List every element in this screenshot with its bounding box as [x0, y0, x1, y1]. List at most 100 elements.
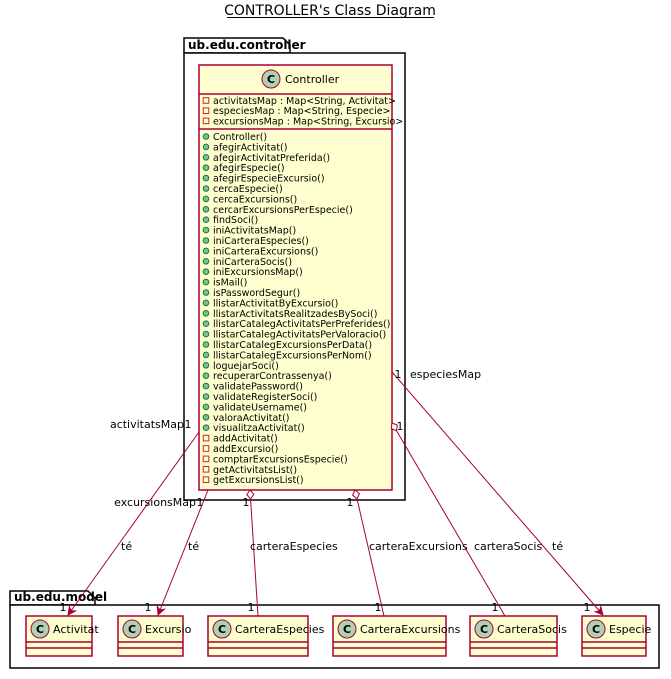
class-stereotype-letter: C	[128, 623, 136, 636]
relation-label: té	[121, 540, 132, 553]
target-multiplicity: 1	[145, 601, 152, 614]
class-stereotype-icon	[261, 69, 281, 89]
method-item: llistarActivitatsRealitzadesBySoci()	[213, 309, 377, 320]
public-method-icon	[202, 299, 210, 307]
model-class-name: Excursio	[145, 623, 192, 636]
method-item: addActivitat()	[213, 434, 278, 445]
controller-class-box	[198, 64, 393, 491]
method-item: iniActivitatsMap()	[213, 226, 296, 237]
public-method-icon	[202, 330, 210, 338]
target-multiplicity: 1	[584, 601, 591, 614]
public-method-icon	[202, 320, 210, 328]
relation-line	[156, 489, 209, 616]
private-method-icon	[202, 455, 210, 463]
class-stereotype-letter: C	[218, 623, 226, 636]
role-label: especiesMap	[410, 368, 481, 381]
class-stereotype-letter: C	[480, 623, 488, 636]
package-model-tab	[9, 590, 96, 606]
method-item: iniCarteraExcursions()	[213, 246, 318, 257]
source-multiplicity: 1	[397, 420, 404, 433]
controller-methods: Controller()afegirActivitat()afegirActiv…	[202, 132, 390, 486]
source-multiplicity: 1	[347, 496, 354, 509]
relation-label: carteraExcursions	[369, 540, 468, 553]
public-method-icon	[202, 341, 210, 348]
target-multiplicity: 1	[375, 601, 382, 614]
model-class-carteraEspecies[interactable]: C CarteraEspecies	[207, 615, 325, 657]
package-controller-tab	[183, 37, 291, 54]
model-class-activitat[interactable]: C Activitat	[25, 615, 99, 657]
relation-label: carteraEspecies	[250, 540, 338, 553]
role-label: excursionsMap	[114, 496, 196, 509]
controller-class-name: Controller	[285, 73, 340, 86]
class-stereotype-icon	[212, 619, 232, 639]
method-item: llistarCatalegActivitatsPerValoracio()	[213, 330, 386, 341]
public-method-icon	[202, 237, 210, 244]
public-method-icon	[202, 174, 210, 182]
public-method-icon	[202, 351, 210, 359]
public-method-icon	[202, 258, 210, 265]
public-method-icon	[202, 424, 210, 432]
method-item: cercaExcursions()	[213, 194, 297, 205]
class-stereotype-letter: C	[592, 623, 600, 636]
class-stereotype-icon	[337, 619, 357, 639]
method-item: isMail()	[213, 278, 247, 289]
relation-line	[250, 498, 259, 617]
private-field-icon	[202, 107, 210, 115]
method-item: valoraActivitat()	[213, 413, 290, 424]
model-class-name: CarteraExcursions	[360, 623, 461, 636]
method-item: recuperarContrassenya()	[213, 371, 332, 382]
package-controller-label: ub.edu.controller	[188, 38, 306, 52]
relation-carteraExcursions: 1 carteraExcursions 1	[347, 489, 468, 617]
private-method-icon	[202, 434, 210, 442]
class-stereotype-letter: C	[343, 623, 351, 636]
method-item: validateRegisterSoci()	[213, 392, 317, 403]
relation-label: té	[188, 540, 199, 553]
public-method-icon	[202, 164, 210, 171]
public-method-icon	[202, 143, 210, 151]
relation-line	[396, 430, 506, 617]
method-item: afegirEspecieExcursio()	[213, 174, 325, 185]
model-class-name: CarteraEspecies	[235, 623, 325, 636]
public-method-icon	[202, 133, 210, 140]
controller-class[interactable]: C Controller activitatsMap : Map<String,…	[198, 64, 403, 491]
public-method-icon	[202, 362, 210, 369]
model-class-carteraExcursions[interactable]: C CarteraExcursions	[332, 615, 461, 657]
private-method-icon	[202, 476, 210, 483]
diagram-title: CONTROLLER's Class Diagram	[224, 3, 436, 19]
class-stereotype-letter: C	[36, 623, 44, 636]
method-item: iniExcursionsMap()	[213, 267, 303, 278]
method-item: findSoci()	[213, 215, 258, 226]
source-multiplicity: 1	[395, 368, 402, 381]
public-method-icon	[202, 289, 210, 296]
method-item: llistarCatalegExcursionsPerNom()	[213, 350, 372, 361]
controller-attributes: activitatsMap : Map<String, Activitat>es…	[202, 96, 403, 127]
relation-line	[391, 371, 604, 616]
public-method-icon	[202, 154, 210, 161]
public-method-icon	[202, 414, 210, 421]
public-method-icon	[202, 268, 210, 276]
method-item: getExcursionsList()	[213, 475, 304, 486]
private-field-icon	[202, 117, 210, 125]
method-item: loguejarSoci()	[213, 361, 279, 372]
public-method-icon	[202, 278, 210, 286]
source-multiplicity: 1	[185, 418, 192, 431]
method-item: cercarExcursionsPerEspecie()	[213, 205, 353, 216]
public-method-icon	[202, 310, 210, 317]
target-multiplicity: 1	[492, 601, 499, 614]
method-item: visualitzaActivitat()	[213, 423, 305, 434]
private-method-icon	[202, 466, 210, 473]
model-class-name: Activitat	[53, 623, 99, 636]
source-multiplicity: 1	[197, 496, 204, 509]
public-method-icon	[202, 195, 210, 203]
model-class-excursio[interactable]: C Excursio	[117, 615, 192, 657]
class-stereotype-letter: C	[267, 73, 275, 86]
class-stereotype-icon	[586, 619, 606, 639]
method-item: isPasswordSegur()	[213, 288, 300, 299]
